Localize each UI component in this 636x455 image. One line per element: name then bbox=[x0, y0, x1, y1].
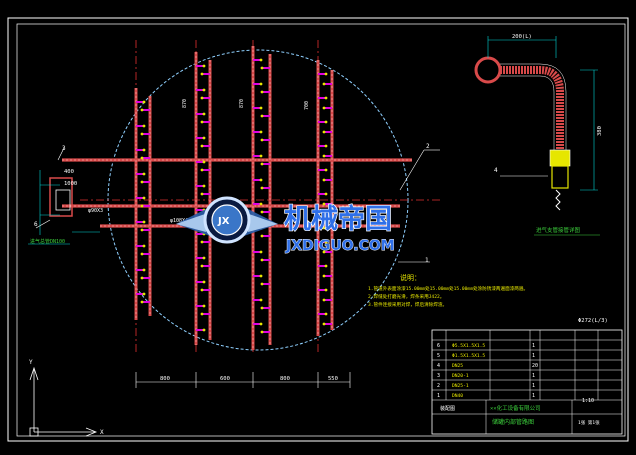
drawing-frame bbox=[7, 17, 629, 442]
branch-pipe bbox=[194, 52, 206, 345]
watermark-badge: JX bbox=[217, 216, 230, 227]
mid-label-b: φ108X4 bbox=[170, 218, 188, 224]
dim-vertical-3: 700 bbox=[304, 101, 310, 110]
title-row-code: DN40 bbox=[452, 393, 463, 399]
callout-3: 3 bbox=[62, 145, 66, 152]
mid-label-a: φ90X3 bbox=[88, 208, 103, 214]
ucs-y-label: Y bbox=[29, 359, 33, 366]
notes-line-2: 2.焊缝处打磨光滑，焊条采用J422。 bbox=[368, 293, 444, 300]
title-row-no: 3 bbox=[437, 373, 440, 379]
branch-pipe bbox=[251, 46, 263, 350]
ucs-axis-icon bbox=[29, 366, 98, 437]
dim-vertical-1: 870 bbox=[182, 99, 188, 108]
branch-pipe bbox=[316, 60, 328, 336]
title-row-code: Φ5.5X1.5X1.5 bbox=[452, 343, 485, 349]
title-row-no: 1 bbox=[437, 393, 440, 399]
title-row-qty: 1 bbox=[532, 383, 535, 389]
detail-caption: 进气支管接管详图 bbox=[536, 226, 581, 234]
dim-left-b: 1000 bbox=[64, 181, 77, 187]
title-row-no: 4 bbox=[437, 363, 440, 369]
watermark-cn-text: 机械帝国 bbox=[284, 203, 392, 235]
callout-2: 2 bbox=[426, 143, 430, 150]
branch-pipe bbox=[322, 70, 334, 330]
branch-pipe bbox=[134, 88, 146, 320]
title-row-no: 2 bbox=[437, 383, 440, 389]
ref-mark: Φ272(L/3) bbox=[578, 318, 608, 324]
callout-4: 4 bbox=[494, 167, 498, 174]
title-company: ××化工设备有限公司 bbox=[490, 404, 541, 412]
title-row-no: 5 bbox=[437, 353, 440, 359]
notes-line-3: 3.管件连接采用对焊，焊后清除焊渣。 bbox=[368, 301, 447, 308]
branch-pipe bbox=[140, 96, 152, 316]
branch-pipe bbox=[200, 60, 212, 340]
dim-bottom-3: 800 bbox=[280, 376, 290, 382]
title-row-code: DN25 bbox=[452, 363, 463, 369]
title-row-qty: 1 bbox=[532, 373, 535, 379]
title-block-rows: 6 Φ5.5X1.5X1.5 1 5 Φ1.5X1.5X1.5 1 4 DN25 20 3 DN20… bbox=[437, 343, 538, 399]
inlet-assembly bbox=[28, 170, 100, 245]
title-row-code: DN25-1 bbox=[452, 383, 469, 389]
title-row-qty: 20 bbox=[532, 363, 538, 369]
ucs-x-label: X bbox=[100, 429, 104, 436]
title-scale: 1:10 bbox=[582, 398, 594, 404]
title-row-qty: 1 bbox=[532, 343, 535, 349]
title-row-no: 6 bbox=[437, 343, 440, 349]
detail-dim-side: 380 bbox=[597, 126, 603, 136]
branch-pipes bbox=[134, 46, 334, 350]
dim-vertical-2: 870 bbox=[239, 99, 245, 108]
dim-bottom-4: 550 bbox=[328, 376, 338, 382]
detail-dim-top: 200(L) bbox=[512, 34, 532, 40]
title-sheet: 1张 第1张 bbox=[578, 419, 600, 426]
callout-1: 1 bbox=[425, 257, 429, 264]
title-row-qty: 1 bbox=[532, 353, 535, 359]
dim-left-a: 400 bbox=[64, 169, 74, 175]
bottom-dimension-line bbox=[135, 372, 351, 388]
callout-6: 6 bbox=[34, 221, 38, 228]
watermark: JX 机械帝国 JXDIGUO.COM bbox=[176, 196, 395, 254]
title-row-qty: 1 bbox=[532, 393, 535, 399]
notes-line-1: 1.管道外表面涂漆15.00mm处15.00mm处15.00mm处涂防锈漆两遍面… bbox=[368, 285, 528, 292]
title-row-code: DN20-1 bbox=[452, 373, 469, 379]
branch-pipe bbox=[260, 54, 272, 345]
title-part-label: 装配图 bbox=[440, 405, 455, 412]
title-drawing-name: 储罐内部管路图 bbox=[492, 418, 534, 426]
notes-heading: 说明： bbox=[400, 273, 421, 282]
left-caption: 进气总管DN100 bbox=[30, 238, 65, 245]
dim-bottom-2: 600 bbox=[220, 376, 230, 382]
watermark-en-text: JXDIGUO.COM bbox=[285, 238, 395, 254]
detail-view-elbow bbox=[474, 36, 598, 211]
title-row-code: Φ1.5X1.5X1.5 bbox=[452, 353, 485, 359]
dim-bottom-1: 800 bbox=[160, 376, 170, 382]
drawing-border bbox=[16, 23, 626, 437]
title-block bbox=[431, 329, 623, 435]
callout-leaders bbox=[35, 147, 548, 263]
